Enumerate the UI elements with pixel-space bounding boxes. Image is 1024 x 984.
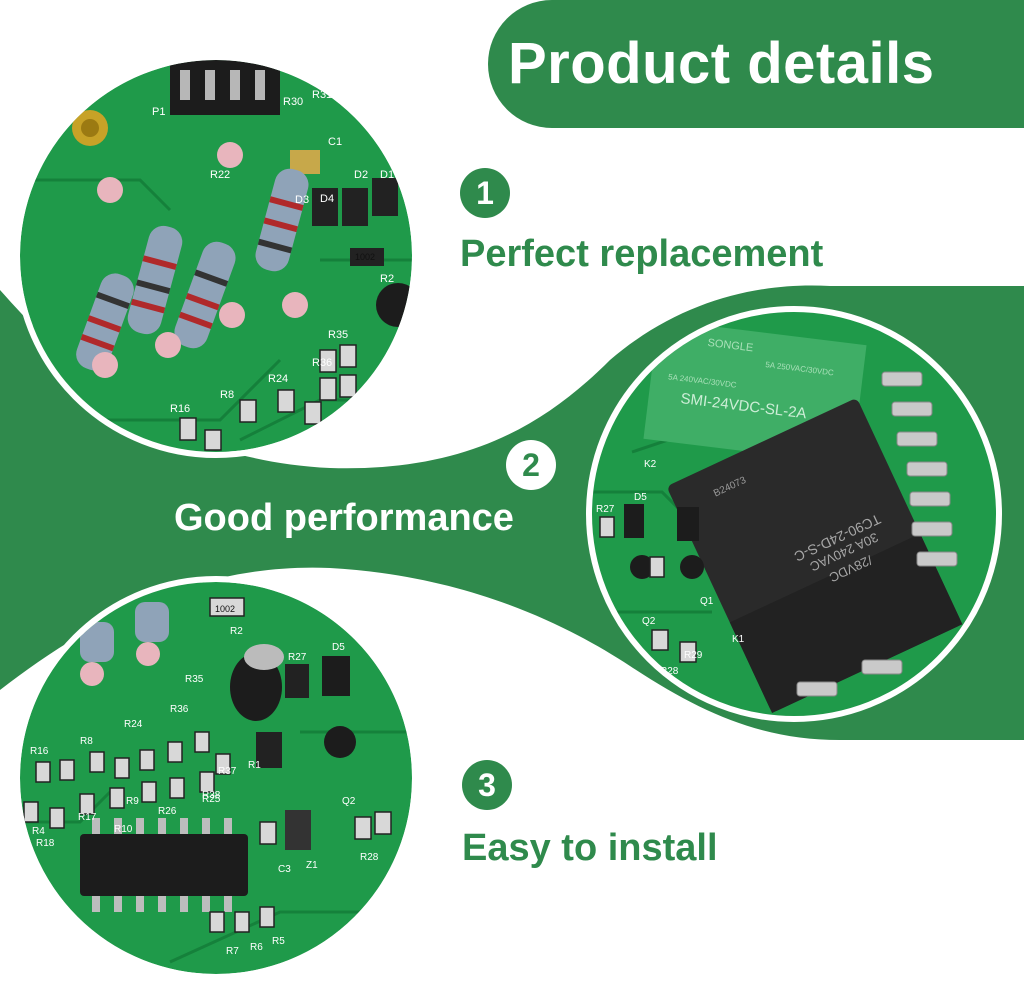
feature-1-number-badge: 1 <box>460 168 510 218</box>
photo-ring-1 <box>14 54 418 458</box>
feature-3-label: Easy to install <box>462 827 718 869</box>
photo-ring-2 <box>586 306 1002 722</box>
title-banner <box>488 0 1024 128</box>
feature-1-label: Perfect replacement <box>460 233 824 275</box>
feature-2-number-badge: 2 <box>506 440 556 490</box>
feature-3-number-badge: 3 <box>462 760 512 810</box>
feature-2-label: Good performance <box>174 497 514 539</box>
photo-ring-3 <box>14 576 418 980</box>
page-title: Product details <box>508 31 935 96</box>
